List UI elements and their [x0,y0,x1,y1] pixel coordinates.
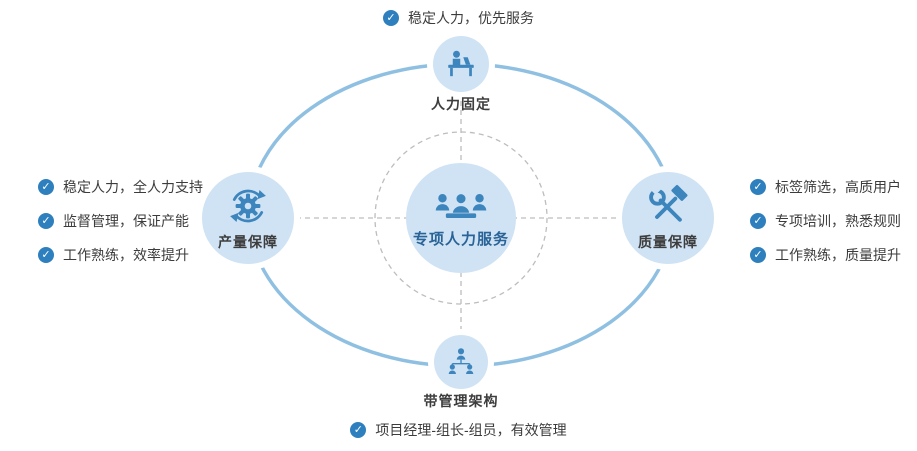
node-center: 专项人力服务 [406,163,516,273]
list-item: ✓ 工作熟练，质量提升 [750,245,901,265]
list-item: ✓ 标签筛选，高质用户 [750,177,901,197]
bullet-text: 工作熟练，质量提升 [775,247,901,263]
check-icon: ✓ [750,179,766,195]
annotation-top: ✓ 稳定人力，优先服务 [0,8,917,28]
people-group-icon [435,192,487,218]
check-icon: ✓ [350,422,367,438]
node-right-label: 质量保障 [638,234,698,250]
center-label: 专项人力服务 [412,230,509,248]
bullet-text: 工作熟练，效率提升 [63,247,189,263]
list-item: ✓ 监督管理，保证产能 [38,211,203,231]
list-item: ✓ 工作熟练，效率提升 [38,245,203,265]
org-hierarchy-icon [448,348,474,374]
bullet-text: 稳定人力，全人力支持 [63,179,203,195]
person-desk-icon [448,50,474,77]
list-item: ✓ 稳定人力，全人力支持 [38,177,203,197]
right-bullet-list: ✓ 标签筛选，高质用户 ✓ 专项培训，熟悉规则 ✓ 工作熟练，质量提升 [750,177,901,265]
bullet-text: 专项培训，熟悉规则 [775,213,901,229]
check-icon: ✓ [750,213,766,229]
annotation-bottom-text: 项目经理-组长-组员，有效管理 [375,422,567,438]
annotation-top-text: 稳定人力，优先服务 [408,10,534,26]
node-left-label: 产量保障 [218,234,278,250]
check-icon: ✓ [38,247,54,263]
left-bullet-list: ✓ 稳定人力，全人力支持 ✓ 监督管理，保证产能 ✓ 工作熟练，效率提升 [38,177,203,265]
node-right: 质量保障 [622,172,714,264]
bullet-text: 标签筛选，高质用户 [775,179,901,195]
annotation-bottom: ✓ 项目经理-组长-组员，有效管理 [0,420,917,440]
node-left: 产量保障 [202,172,294,264]
check-icon: ✓ [383,10,399,26]
check-icon: ✓ [38,213,54,229]
node-bottom-label: 带管理架构 [423,393,499,409]
check-icon: ✓ [750,247,766,263]
node-bottom [434,335,488,389]
wrench-hammer-icon [649,184,688,222]
node-top [433,36,489,92]
gear-sync-icon [230,189,266,223]
check-icon: ✓ [38,179,54,195]
dashed-circle [374,131,548,305]
bullet-text: 监督管理，保证产能 [63,213,189,229]
list-item: ✓ 专项培训，熟悉规则 [750,211,901,231]
node-top-label: 人力固定 [431,96,491,112]
